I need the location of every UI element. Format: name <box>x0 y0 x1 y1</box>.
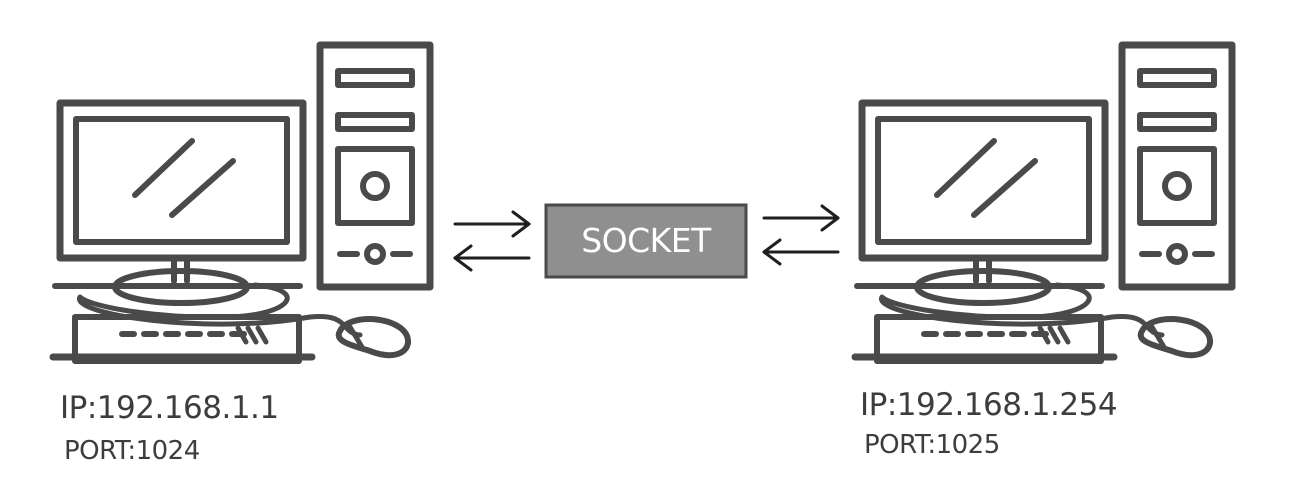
right-computer-icon <box>855 45 1232 361</box>
right-ip-label: IP:192.168.1.254 <box>860 387 1118 423</box>
left-ip-label: IP:192.168.1.1 <box>60 390 279 426</box>
right-port-label: PORT:1025 <box>864 430 1000 460</box>
left-bidirectional-arrows-icon <box>453 210 531 272</box>
left-port-label: PORT:1024 <box>64 436 200 466</box>
right-bidirectional-arrows-icon <box>762 204 840 266</box>
socket-box <box>544 203 748 279</box>
socket-label: SOCKET <box>581 221 711 260</box>
left-computer-icon <box>53 45 430 361</box>
